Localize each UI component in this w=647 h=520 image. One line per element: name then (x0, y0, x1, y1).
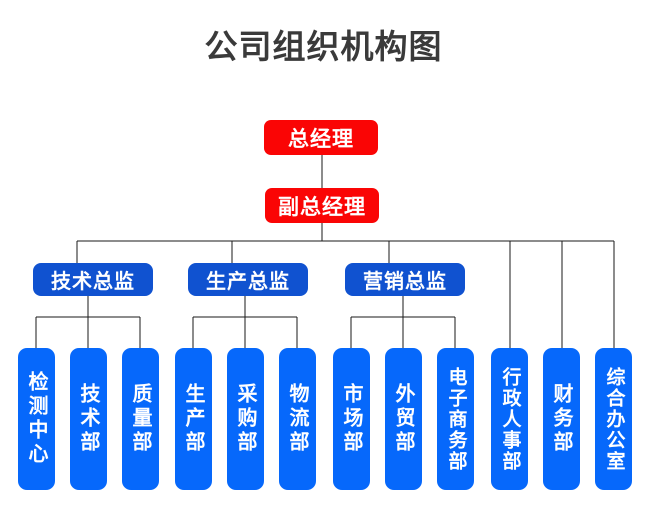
org-node-label-gen_off: 综合办公室 (603, 366, 626, 472)
org-node-sales_dir[interactable]: 营销总监 (345, 263, 465, 296)
org-node-qual_dept[interactable]: 质量部 (122, 348, 159, 490)
org-node-label-trad_dept: 外贸部 (392, 383, 416, 455)
org-node-label-tech_dept: 技术部 (77, 383, 101, 455)
org-node-label-test_ctr: 检测中心 (25, 371, 49, 467)
org-node-label-sales_dir: 营销总监 (363, 269, 447, 293)
org-node-label-admin_hr: 行政人事部 (499, 366, 522, 472)
org-node-label-dgm: 副总经理 (278, 194, 366, 219)
org-node-label-ecom_dept: 电子商务部 (445, 366, 468, 472)
org-node-label-gm: 总经理 (288, 126, 354, 151)
org-node-mark_dept[interactable]: 市场部 (333, 348, 370, 490)
org-node-prod_dir[interactable]: 生产总监 (188, 263, 308, 296)
org-node-gm[interactable]: 总经理 (264, 120, 378, 155)
org-node-label-logi_dept: 物流部 (286, 383, 310, 455)
org-node-label-prod_dir: 生产总监 (206, 269, 290, 293)
org-node-ecom_dept[interactable]: 电子商务部 (437, 348, 474, 490)
org-node-tech_dept[interactable]: 技术部 (70, 348, 107, 490)
org-node-tech_dir[interactable]: 技术总监 (33, 263, 153, 296)
org-node-prod_dept[interactable]: 生产部 (175, 348, 212, 490)
org-node-label-qual_dept: 质量部 (129, 383, 153, 455)
org-node-purc_dept[interactable]: 采购部 (227, 348, 264, 490)
org-node-gen_off[interactable]: 综合办公室 (595, 348, 632, 490)
org-node-admin_hr[interactable]: 行政人事部 (491, 348, 528, 490)
org-node-label-fin_dept: 财务部 (550, 383, 574, 455)
org-node-label-tech_dir: 技术总监 (51, 269, 135, 293)
page-title: 公司组织机构图 (204, 27, 443, 66)
org-node-label-mark_dept: 市场部 (340, 383, 364, 455)
org-node-label-purc_dept: 采购部 (234, 383, 258, 455)
org-node-fin_dept[interactable]: 财务部 (543, 348, 580, 490)
org-node-trad_dept[interactable]: 外贸部 (385, 348, 422, 490)
org-node-dgm[interactable]: 副总经理 (265, 188, 379, 223)
org-node-test_ctr[interactable]: 检测中心 (18, 348, 55, 490)
org-node-label-prod_dept: 生产部 (182, 383, 206, 455)
org-node-logi_dept[interactable]: 物流部 (279, 348, 316, 490)
